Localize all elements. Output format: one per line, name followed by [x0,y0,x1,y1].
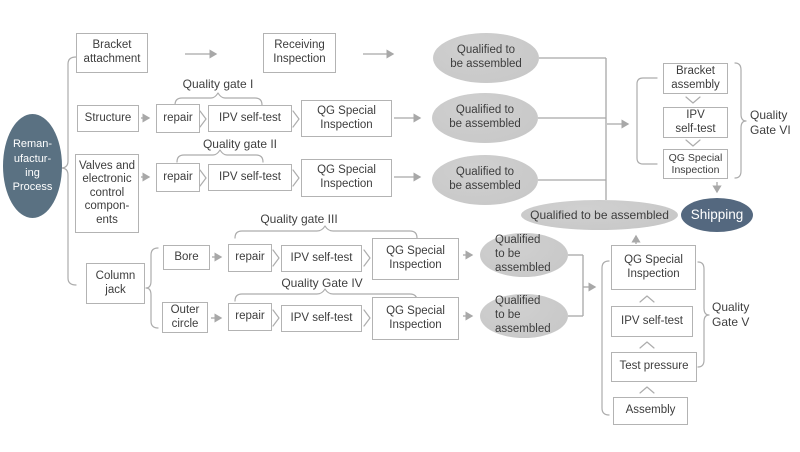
chevron-right-icon [272,249,280,267]
gate-braces [174,92,418,302]
chevron-right-icon [363,309,371,327]
ipv-self-test-box: IPV self-test [281,245,362,272]
qualified-ellipse: Qualified to be assembled [480,294,568,338]
shipping-ellipse: Shipping [681,198,753,232]
ipv-self-test-box: IPV self-test [663,107,728,138]
qualified-ellipse: Qualified to be assembled [521,200,678,230]
brace-process-split [60,56,77,286]
repair-box: repair [228,244,272,272]
repair-box: repair [156,163,200,192]
brace-gate3 [234,225,418,239]
repair-box: repair [156,104,200,133]
test-pressure-box: Test pressure [611,352,697,382]
bore-box: Bore [163,245,210,270]
label-braces [697,62,747,368]
qualified-ellipse: Qualified to be assembled [432,93,538,143]
repair-box: repair [228,303,272,331]
assembly-box: Assembly [613,397,688,425]
chevron-right-icon [272,309,280,327]
chevron-up-icon [639,341,655,349]
ipv-self-test-box: IPV self-test [208,164,292,191]
qg-special-inspection-box: QG Special Inspection [611,245,696,290]
chevron-right-icon [199,110,207,128]
brace-gate2 [176,149,264,163]
ipv-self-test-box: IPV self-test [208,105,292,132]
chevron-right-icon [363,249,371,267]
bracket-gate5-stack [601,260,610,416]
column-jack-box: Column jack [86,263,145,304]
chevron-right-icon [292,110,300,128]
quality-gate-2-label: Quality gate II [202,137,278,151]
collector-lines [538,57,607,317]
qg-special-inspection-box: QG Special Inspection [663,149,728,179]
valves-box: Valves and electronic control compon- en… [75,154,139,233]
brace-gate1 [174,92,263,106]
flow-arrows [141,49,722,323]
chevron-right-icon [292,169,300,187]
qg-special-inspection-box: QG Special Inspection [372,238,459,280]
ipv-self-test-box: IPV self-test [611,306,693,337]
brace-gate6-label [734,62,747,179]
remanufacturing-process-ellipse: Reman- ufactur- ing Process [3,114,62,218]
qualified-ellipse: Qualified to be assembled [480,233,568,277]
chevron-right-icon [199,169,207,187]
chevron-up-icon [639,386,655,394]
bracket-assembly-box: Bracket assembly [663,63,728,94]
brace-gate4 [234,288,418,302]
gate-brackets [601,77,658,416]
bracket-gate6-stack [636,77,658,165]
stack-chevrons [639,96,701,394]
qg-special-inspection-box: QG Special Inspection [301,100,392,137]
outer-circle-box: Outer circle [162,302,208,333]
quality-gate-4-label: Quality Gate IV [281,276,363,290]
quality-gate-6-label: Quality Gate VI [750,108,791,137]
row-chevrons [199,110,371,327]
quality-gate-5-label: Quality Gate V [712,300,750,329]
bracket-attachment-box: Bracket attachment [76,33,148,73]
receiving-inspection-box: Receiving Inspection [263,33,336,73]
structure-box: Structure [77,105,139,132]
qg-special-inspection-box: QG Special Inspection [372,297,459,340]
brace-gate5-label [697,261,710,368]
quality-gate-3-label: Quality gate III [260,212,338,226]
quality-gate-1-label: Quality gate I [182,77,254,91]
qg-special-inspection-box: QG Special Inspection [301,159,392,197]
chevron-down-icon [685,96,701,104]
chevron-up-icon [639,295,655,303]
qualified-ellipse: Qualified to be assembled [432,155,538,205]
ipv-self-test-box: IPV self-test [281,305,362,332]
chevron-down-icon [685,139,701,147]
qualified-ellipse: Qualified to be assembled [433,33,539,83]
brace-columnjack-split [145,247,159,329]
